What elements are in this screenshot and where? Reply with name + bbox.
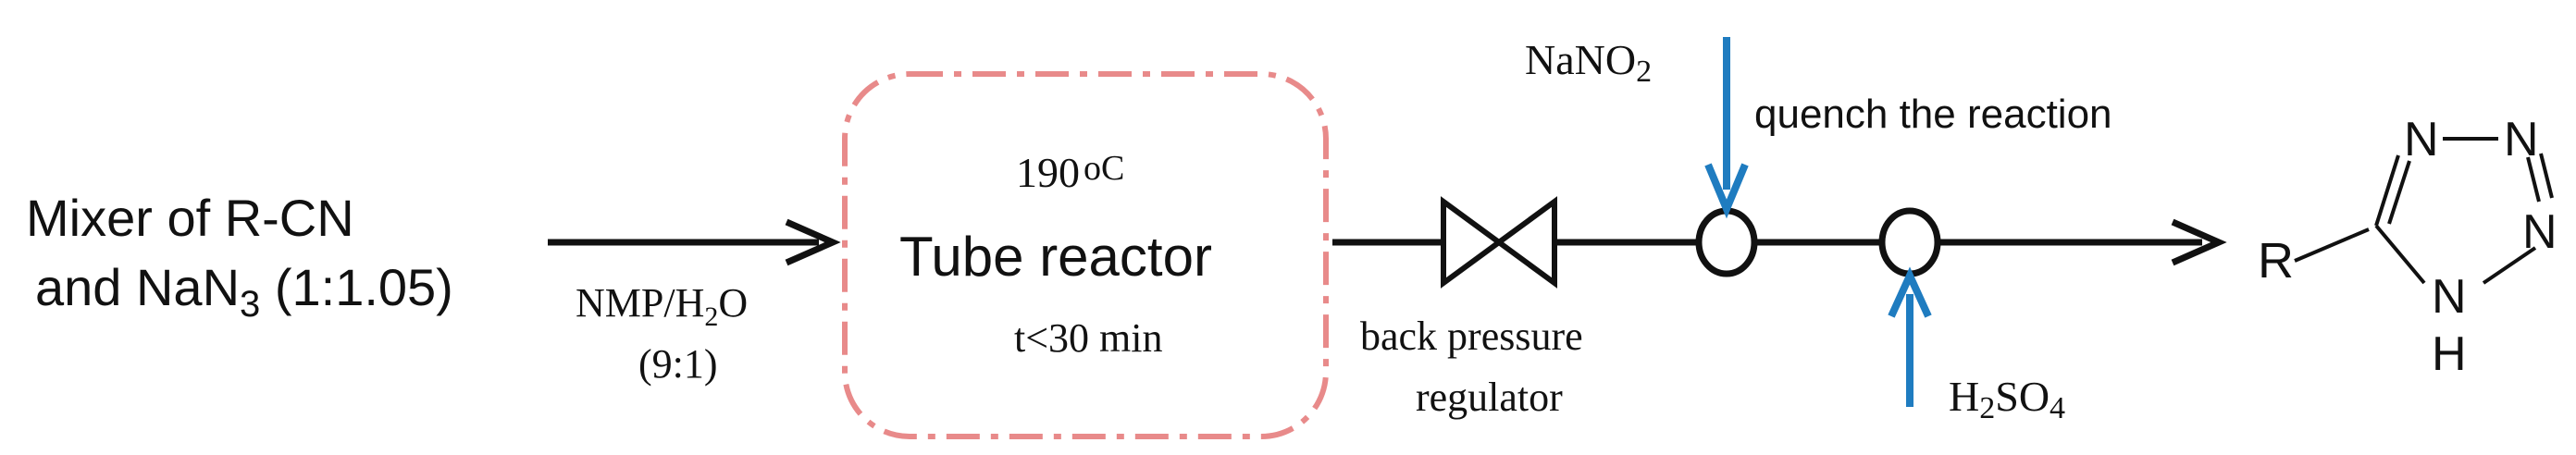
outlet-line xyxy=(1332,218,2227,266)
solvent-label: NMP/H2O (9:1) xyxy=(576,280,748,387)
quench-reagent-label: NaNO2 xyxy=(1525,36,1652,89)
product-n4: N xyxy=(2404,113,2439,166)
back-pressure-valve-icon xyxy=(1441,196,1557,289)
solvent-line-1: NMP/H2O xyxy=(576,280,748,332)
tetrazole-product: R N N N N H xyxy=(2258,113,2557,381)
regulator-line-2: regulator xyxy=(1416,375,1563,420)
reactor-title: Tube reactor xyxy=(899,226,1212,288)
quench-junction-icon xyxy=(1695,207,1758,277)
product-n2: N xyxy=(2522,205,2557,259)
acid-inlet-arrow xyxy=(1888,266,1932,407)
feed-arrow xyxy=(548,218,841,266)
reactor-time: t<30 min xyxy=(1014,315,1163,361)
acid-junction-icon xyxy=(1878,207,1941,277)
regulator-line-1: back pressure xyxy=(1360,314,1583,359)
product-n1: N xyxy=(2432,270,2467,324)
reactor-border xyxy=(842,71,1329,439)
regulator-label: back pressure regulator xyxy=(1360,314,1583,420)
quench-note: quench the reaction xyxy=(1754,92,2112,137)
acid-reagent-label: H2SO4 xyxy=(1949,373,2065,425)
feed-line-2: and NaN3 (1:1.05) xyxy=(35,258,453,325)
quench-inlet-arrow xyxy=(1704,37,1749,219)
solvent-line-2: (9:1) xyxy=(638,341,718,387)
feed-label: Mixer of R-CN and NaN3 (1:1.05) xyxy=(26,189,453,325)
product-r-group: R xyxy=(2258,233,2294,289)
product-n3: N xyxy=(2504,113,2539,166)
feed-line-1: Mixer of R-CN xyxy=(26,189,354,247)
product-nh-h: H xyxy=(2432,327,2467,381)
